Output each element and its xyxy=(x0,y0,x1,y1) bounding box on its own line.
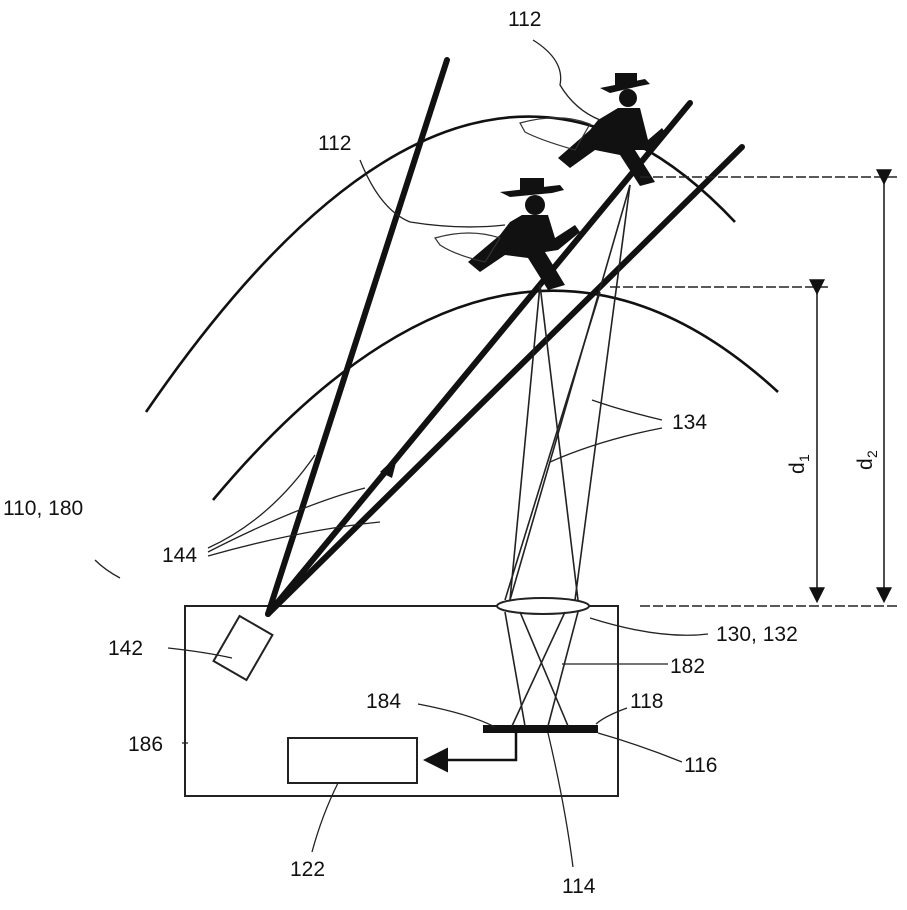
focused-beam xyxy=(511,611,566,727)
leader-line xyxy=(591,399,663,421)
object-figure-lower xyxy=(434,178,580,290)
housing-box xyxy=(184,605,619,797)
beam-right xyxy=(265,144,745,617)
beam-left xyxy=(265,57,450,617)
leader-line xyxy=(549,427,663,463)
label-distance-2: d 2 xyxy=(854,450,880,470)
label-optical-axis: 114 xyxy=(562,875,596,898)
label-distance-1: d 1 xyxy=(786,454,812,474)
reflected-beam xyxy=(574,184,631,601)
svg-text:2: 2 xyxy=(864,450,880,458)
label-transfer-device: 130, 132 xyxy=(716,623,798,646)
label-184: 184 xyxy=(366,690,401,713)
beam-middle xyxy=(265,100,693,617)
focused-beam xyxy=(504,611,526,727)
leader-line xyxy=(417,703,496,728)
label-light-beams: 144 xyxy=(162,544,197,567)
transfer-lens xyxy=(496,597,590,615)
label-reflected-beams: 134 xyxy=(672,411,707,434)
svg-text:d: d xyxy=(786,462,809,474)
label-illumination-source: 142 xyxy=(108,637,143,660)
leader-line xyxy=(359,159,506,228)
inner-range-arc xyxy=(212,289,779,501)
leader-line xyxy=(207,454,316,549)
beam-direction-arrow xyxy=(380,455,398,478)
object-figure-upper xyxy=(519,73,666,186)
reflected-beam xyxy=(509,184,631,601)
reflected-beam xyxy=(539,284,579,601)
svg-text:d: d xyxy=(854,458,877,470)
svg-text:1: 1 xyxy=(796,454,812,462)
label-object-middle: 112 xyxy=(318,132,351,155)
leader-line xyxy=(597,732,683,763)
sensor-element xyxy=(483,725,598,733)
label-sensor-element: 116 xyxy=(684,754,717,777)
outer-range-arc xyxy=(144,115,736,413)
leader-line xyxy=(547,732,574,868)
focused-beam xyxy=(519,611,569,727)
reflected-beam xyxy=(504,291,601,601)
leader-line xyxy=(532,39,601,121)
leader-line xyxy=(167,647,233,659)
illumination-source-block xyxy=(212,614,274,682)
leader-line xyxy=(595,707,628,725)
leader-line xyxy=(207,487,366,553)
evaluation-device-box xyxy=(287,737,418,784)
leader-line xyxy=(589,617,709,636)
label-system: 110, 180 xyxy=(3,497,83,520)
reflected-beam xyxy=(509,284,541,601)
label-object-upper: 112 xyxy=(508,8,541,31)
leader-line xyxy=(311,782,339,853)
focused-beam xyxy=(547,611,579,727)
sensor-to-evaluation-arrow xyxy=(423,733,518,773)
label-sensor-surface: 118 xyxy=(630,690,663,713)
leader-line xyxy=(94,559,121,579)
label-182: 182 xyxy=(670,655,705,678)
label-housing: 186 xyxy=(128,733,163,756)
label-evaluation-device: 122 xyxy=(290,858,325,881)
leader-line xyxy=(207,521,381,557)
